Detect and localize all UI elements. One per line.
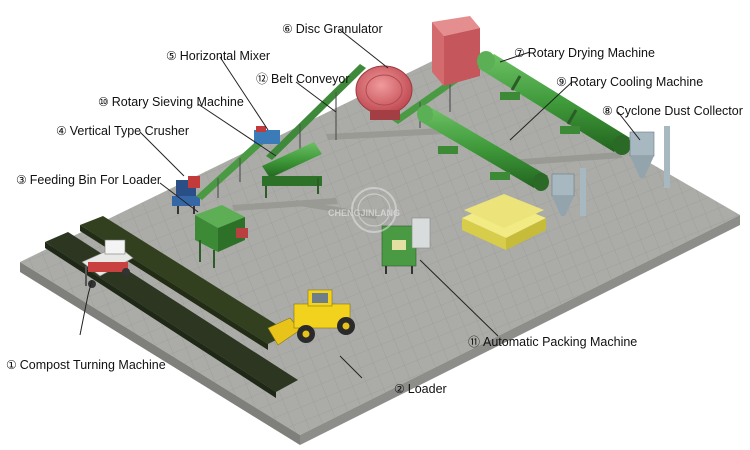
belt-conveyors bbox=[196, 60, 622, 219]
watermark-logo: CHENGJINLANG bbox=[328, 187, 400, 233]
watermark-text: CHENGJINLANG bbox=[328, 208, 400, 218]
disc-granulator bbox=[355, 65, 413, 120]
leader-lines bbox=[79, 29, 641, 379]
wheel-loader bbox=[267, 289, 355, 346]
hot-air-furnace bbox=[432, 16, 480, 86]
stacked-bags bbox=[462, 194, 546, 250]
automatic-packing-machine bbox=[381, 217, 431, 274]
cyclone-dust-collectors bbox=[551, 126, 670, 216]
feeding-bin bbox=[195, 205, 248, 268]
rotary-cooling-drum bbox=[417, 105, 549, 191]
horizontal-mixer bbox=[254, 126, 280, 144]
rotary-drying-drum bbox=[477, 51, 631, 155]
rotary-sieving-machine bbox=[262, 142, 322, 198]
vertical-crusher bbox=[172, 176, 200, 214]
